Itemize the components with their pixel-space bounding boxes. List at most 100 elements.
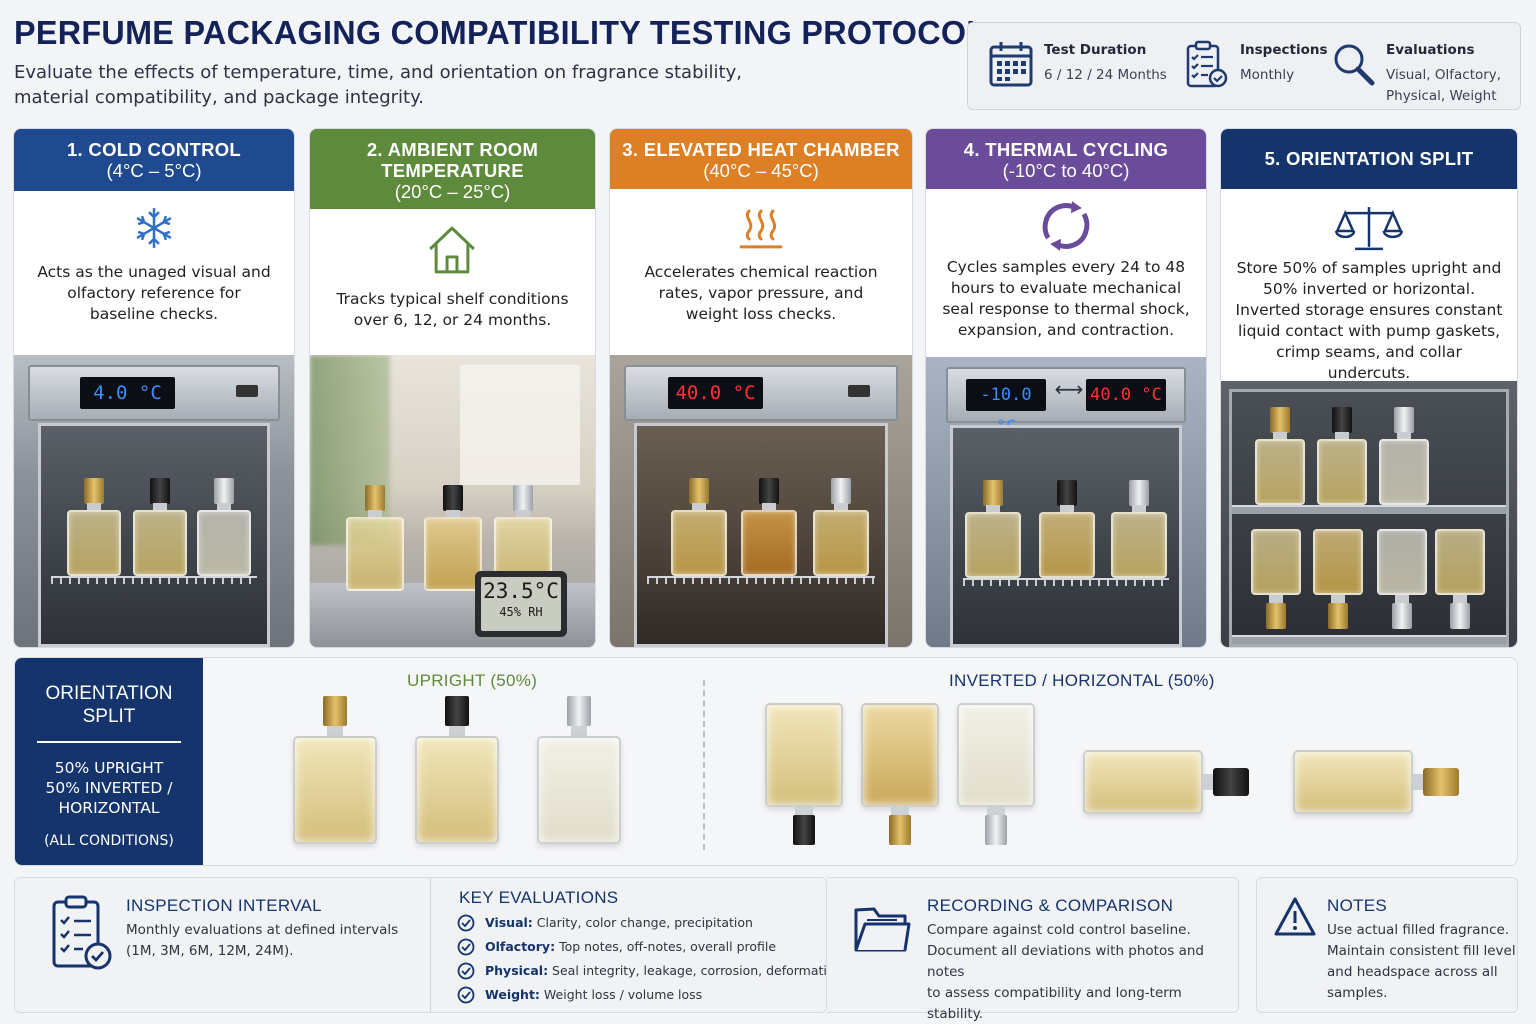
condition-card-cold: 1. COLD CONTROL (4°C – 5°C) Acts as the …: [13, 128, 295, 648]
test-summary-box: Test Duration 6 / 12 / 24 Months Inspect…: [967, 22, 1521, 110]
notes-text-line-2: Maintain consistent fill level: [1327, 943, 1516, 959]
inverted-bottle-gold: [861, 703, 939, 851]
evaluation-text: Top notes, off-notes, overall profile: [559, 939, 777, 954]
recording-comparison-panel: RECORDING & COMPARISON Compare against c…: [827, 877, 1239, 1022]
condition-card-heat: 3. ELEVATED HEAT CHAMBER (40°C – 45°C) A…: [609, 128, 913, 648]
side-desc-line-1: 50% UPRIGHT: [54, 759, 164, 777]
card-header: 4. THERMAL CYCLING (-10°C to 40°C): [926, 129, 1206, 189]
page-subtitle: Evaluate the effects of temperature, tim…: [14, 62, 742, 108]
inspection-evaluations-panel: INSPECTION INTERVAL Monthly evaluations …: [14, 877, 842, 1013]
evaluation-text: Weight loss / volume loss: [543, 987, 703, 1002]
folder-icon: [854, 907, 911, 952]
side-title-line-1: ORIENTATION: [45, 683, 173, 704]
check-circle-icon: [457, 914, 475, 932]
heat-icon: [739, 209, 783, 249]
orientation-divider: [703, 680, 705, 850]
hygrometer-humidity: 45% RH: [499, 605, 543, 619]
clipboard-check-icon: [52, 895, 112, 970]
card-title: 4. THERMAL CYCLING: [963, 139, 1169, 160]
evaluations-value-line-1: Visual, Olfactory,: [1386, 67, 1502, 83]
evaluation-text: Seal integrity, leakage, corrosion, defo…: [552, 963, 843, 978]
card-range: (40°C – 45°C): [703, 160, 819, 181]
key-evaluations-list: Visual: Clarity, color change, precipita…: [431, 878, 842, 1012]
hygrometer: 23.5°C 45% RH: [475, 571, 567, 637]
inverted-label: INVERTED / HORIZONTAL (50%): [949, 671, 1215, 690]
cold-display: 4.0 °C: [80, 377, 175, 409]
cold-chamber-photo: 4.0 °C: [14, 355, 294, 647]
recording-title: RECORDING & COMPARISON: [927, 896, 1174, 915]
checklist-icon: [1186, 40, 1228, 88]
card-header: 2. AMBIENT ROOM TEMPERATURE (20°C – 25°C…: [310, 129, 595, 209]
duration-label: Test Duration: [1044, 42, 1147, 58]
inspections-label: Inspections: [1240, 42, 1328, 58]
house-icon: [429, 226, 475, 274]
key-evaluations-title: KEY EVALUATIONS: [459, 888, 619, 907]
check-circle-icon: [457, 986, 475, 1004]
condition-card-ambient: 2. AMBIENT ROOM TEMPERATURE (20°C – 25°C…: [309, 128, 596, 648]
notes-text: Use actual filled fragrance. Maintain con…: [1327, 920, 1516, 1004]
magnifier-icon: [1334, 44, 1375, 86]
inverted-bottle-silver: [957, 703, 1035, 851]
horizontal-bottle-gold: [1293, 748, 1483, 818]
evaluation-text: Clarity, color change, precipitation: [536, 915, 753, 930]
side-title-line-2: SPLIT: [82, 706, 136, 727]
upright-label: UPRIGHT (50%): [407, 671, 538, 690]
evaluation-label: Visual:: [485, 915, 533, 930]
calendar-icon: [989, 42, 1033, 87]
evaluations-value: Visual, Olfactory,Physical, Weight: [1386, 65, 1501, 107]
condition-card-orientation-split: 5. ORIENTATION SPLIT Store 50% of sample…: [1220, 128, 1518, 648]
inspection-interval-title: INSPECTION INTERVAL: [126, 896, 322, 915]
card-description: Tracks typical shelf conditions over 6, …: [336, 290, 569, 329]
upright-bottle-gold: [293, 696, 377, 844]
card-header: 1. COLD CONTROL (4°C – 5°C): [14, 129, 294, 191]
cycle-icon: [1042, 201, 1090, 251]
orientation-side-caption: (ALL CONDITIONS): [44, 833, 174, 849]
evaluation-label: Olfactory:: [485, 939, 556, 954]
recording-text-line-2: Document all deviations with photos and …: [927, 943, 1204, 980]
upright-bottle-silver: [537, 696, 621, 844]
low-temp-display: -10.0 °C: [966, 379, 1046, 437]
side-desc-line-3: HORIZONTAL: [58, 799, 160, 817]
orientation-side-desc: 50% UPRIGHT 50% INVERTED / HORIZONTAL: [15, 758, 203, 818]
card-description: Accelerates chemical reaction rates, vap…: [644, 263, 878, 323]
side-desc-line-2: 50% INVERTED /: [45, 779, 173, 797]
page-title: PERFUME PACKAGING COMPATIBILITY TESTING …: [14, 14, 987, 51]
balance-icon: [1334, 207, 1404, 251]
snowflake-icon: [136, 208, 172, 248]
orientation-shelf-photo: [1221, 381, 1517, 647]
side-divider: [37, 741, 181, 743]
notes-panel: NOTES Use actual filled fragrance.Mainta…: [1256, 877, 1518, 1013]
notes-text-line-3: and headspace across all: [1327, 964, 1498, 980]
thermal-cycling-chamber-photo: -10.0 °C ⟷ 40.0 °C: [926, 357, 1206, 647]
notes-text-line-4: samples.: [1327, 985, 1388, 1001]
swap-arrow-icon: ⟷: [1054, 377, 1084, 401]
card-description: Acts as the unaged visual and olfactory …: [37, 263, 271, 323]
inspections-value: Monthly: [1240, 67, 1295, 83]
recording-text: Compare against cold control baseline.Do…: [927, 920, 1238, 1024]
notes-text-line-1: Use actual filled fragrance.: [1327, 922, 1510, 938]
warning-icon: [1274, 897, 1316, 936]
evaluation-label: Weight:: [485, 987, 540, 1002]
hygrometer-temp: 23.5°C: [483, 579, 559, 603]
upright-bottle-black: [415, 696, 499, 844]
check-circle-icon: [457, 962, 475, 980]
card-title: 3. ELEVATED HEAT CHAMBER: [622, 139, 900, 160]
heat-display: 40.0 °C: [668, 377, 763, 409]
recording-text-line-3: to assess compatibility and long-term st…: [927, 985, 1182, 1022]
check-circle-icon: [457, 938, 475, 956]
inverted-bottle-black: [765, 703, 843, 851]
card-description: Cycles samples every 24 to 48 hours to e…: [942, 258, 1190, 339]
inspection-text-line-1: Monthly evaluations at defined intervals: [126, 922, 399, 938]
high-temp-display: 40.0 °C: [1086, 379, 1166, 411]
inspection-text-line-2: (1M, 3M, 6M, 12M, 24M).: [126, 943, 294, 959]
evaluation-label: Physical:: [485, 963, 549, 978]
heat-chamber-photo: 40.0 °C: [610, 355, 912, 647]
card-title: 5. ORIENTATION SPLIT: [1264, 148, 1474, 169]
horizontal-bottle-black: [1083, 748, 1253, 818]
card-range: (4°C – 5°C): [106, 160, 202, 181]
card-header: 5. ORIENTATION SPLIT: [1221, 129, 1517, 189]
card-header: 3. ELEVATED HEAT CHAMBER (40°C – 45°C): [610, 129, 912, 189]
